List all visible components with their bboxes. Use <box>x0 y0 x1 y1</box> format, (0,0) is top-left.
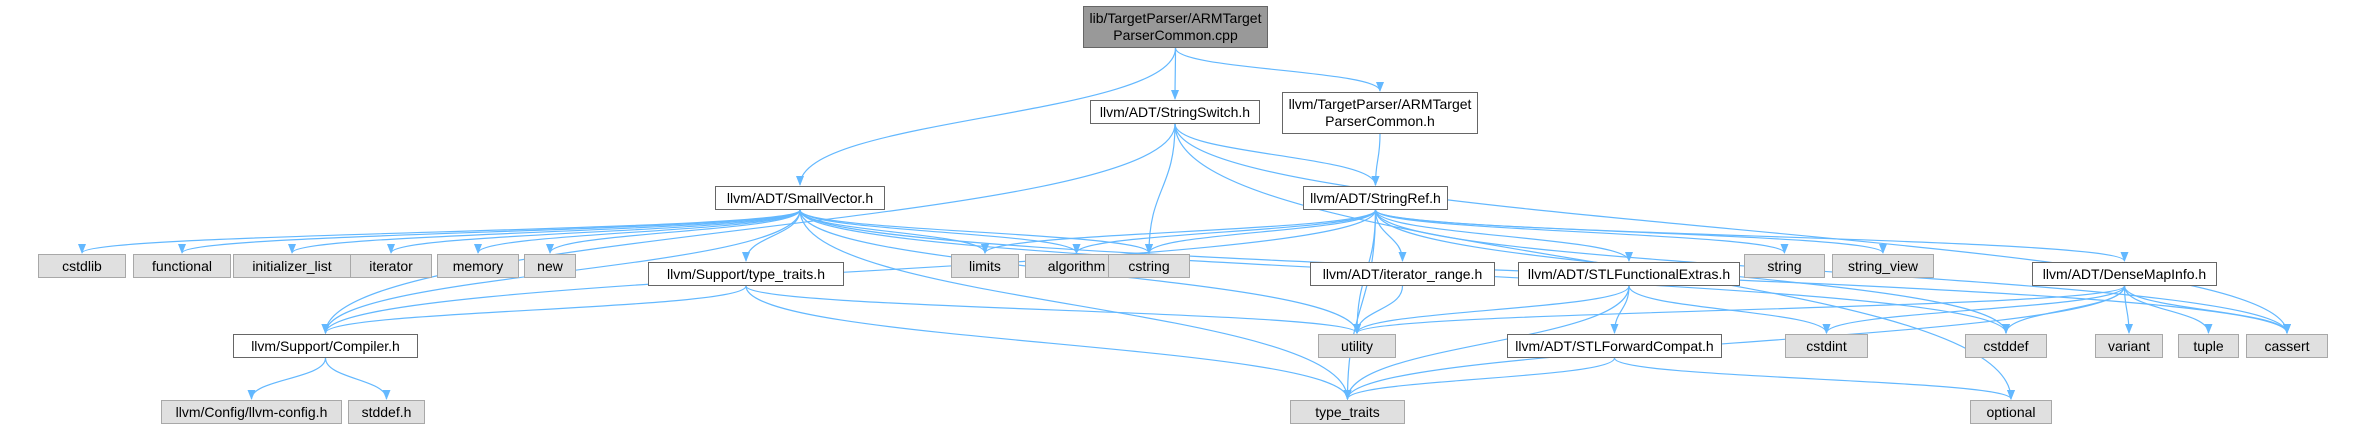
node-stlfunctional[interactable]: llvm/ADT/STLFunctionalExtras.h <box>1518 262 1740 286</box>
edge-smallvector-to-type_traits_h <box>742 209 801 262</box>
edge-smallvector-to-new <box>546 209 801 254</box>
edge-compiler-to-llvmconfig <box>247 357 327 400</box>
edge-densemapinfo-to-cstdint <box>1822 285 2126 334</box>
node-type-traits: type_traits <box>1290 400 1405 424</box>
edge-type_traits_h-to-compiler <box>321 285 747 334</box>
edge-smallvector-to-type_traits <box>799 209 1352 400</box>
node-stlforward[interactable]: llvm/ADT/STLForwardCompat.h <box>1507 334 1722 358</box>
edge-compiler-to-stddef_h <box>324 357 391 400</box>
edge-stringswitch-to-compiler <box>321 123 1176 334</box>
node-variant: variant <box>2095 334 2163 358</box>
edge-stringswitch-to-stringref <box>1174 123 1380 186</box>
node-compiler[interactable]: llvm/Support/Compiler.h <box>233 334 418 358</box>
edge-densemapinfo-to-tuple <box>2123 285 2213 334</box>
node-new: new <box>524 254 576 278</box>
node-stringref[interactable]: llvm/ADT/StringRef.h <box>1303 186 1448 210</box>
edge-type_traits_h-to-utility <box>745 285 1361 334</box>
edge-smallvector-to-initializer_list <box>288 209 801 254</box>
edge-densemapinfo-to-type_traits <box>1343 285 2126 400</box>
node-optional: optional <box>1970 400 2052 424</box>
edge-smallvector-to-memory <box>474 209 801 254</box>
edge-iterator_range-to-utility <box>1353 285 1404 334</box>
node-stringswitch[interactable]: llvm/ADT/StringSwitch.h <box>1090 100 1260 124</box>
node-tuple: tuple <box>2178 334 2239 358</box>
edge-stringref-to-cassert <box>1374 209 2291 334</box>
edge-densemapinfo-to-cassert <box>2123 285 2291 334</box>
node-armtpc-h[interactable]: llvm/TargetParser/ARMTarget ParserCommon… <box>1282 92 1478 134</box>
edge-smallvector-to-iterator <box>387 209 801 254</box>
node-root[interactable]: lib/TargetParser/ARMTarget ParserCommon.… <box>1083 6 1268 48</box>
edge-smallvector-to-cstring <box>799 209 1153 254</box>
edge-armtpc_h-to-stringref <box>1371 133 1381 186</box>
edge-root-to-armtpc_h <box>1174 47 1384 92</box>
edge-type_traits_h-to-type_traits <box>745 285 1352 400</box>
edge-smallvector-to-algorithm <box>799 209 1081 254</box>
node-initializer-list: initializer_list <box>233 254 351 278</box>
node-densemapinfo[interactable]: llvm/ADT/DenseMapInfo.h <box>2032 262 2217 286</box>
node-utility: utility <box>1318 334 1396 358</box>
edge-stringref-to-type_traits <box>1343 209 1377 400</box>
node-functional: functional <box>133 254 231 278</box>
edge-stlforward-to-optional <box>1613 357 2015 400</box>
edge-densemapinfo-to-variant <box>2123 285 2133 334</box>
edge-stringref-to-iterator_range <box>1374 209 1407 262</box>
edge-densemapinfo-to-utility <box>1353 285 2126 334</box>
edge-smallvector-to-cstdlib <box>78 209 801 254</box>
node-cstdint: cstdint <box>1785 334 1868 358</box>
node-cassert: cassert <box>2246 334 2328 358</box>
edge-stlfunctional-to-type_traits <box>1343 285 1630 400</box>
node-string: string <box>1744 254 1825 278</box>
edge-smallvector-to-functional <box>178 209 801 254</box>
node-smallvector[interactable]: llvm/ADT/SmallVector.h <box>715 186 885 210</box>
edge-stringswitch-to-cassert <box>1174 123 2291 334</box>
edge-root-to-stringswitch <box>1171 47 1180 100</box>
edge-root-to-smallvector <box>796 47 1177 186</box>
node-limits: limits <box>951 254 1019 278</box>
node-cstring: cstring <box>1108 254 1190 278</box>
node-cstddef: cstddef <box>1965 334 2047 358</box>
node-memory: memory <box>437 254 519 278</box>
edge-stringref-to-string <box>1374 209 1789 254</box>
edge-stringref-to-limits <box>981 209 1377 254</box>
edge-stlfunctional-to-cstdint <box>1628 285 1831 334</box>
edge-stringref-to-compiler <box>321 209 1377 334</box>
node-string-view: string_view <box>1832 254 1934 278</box>
edge-stlforward-to-type_traits <box>1343 357 1616 400</box>
node-llvmconfig: llvm/Config/llvm-config.h <box>161 400 342 424</box>
edge-stringref-to-algorithm <box>1072 209 1377 254</box>
edge-stringref-to-string_view <box>1374 209 1887 254</box>
edge-smallvector-to-limits <box>799 209 989 254</box>
edge-stlfunctional-to-utility <box>1353 285 1630 334</box>
node-iterator-range[interactable]: llvm/ADT/iterator_range.h <box>1310 262 1495 286</box>
node-stddef-h: stddef.h <box>348 400 425 424</box>
edge-stringref-to-cstring <box>1145 209 1377 254</box>
node-type-traits-h[interactable]: llvm/Support/type_traits.h <box>648 262 844 286</box>
node-iterator: iterator <box>350 254 432 278</box>
edge-stringref-to-stlfunctional <box>1374 209 1633 262</box>
node-cstdlib: cstdlib <box>38 254 126 278</box>
